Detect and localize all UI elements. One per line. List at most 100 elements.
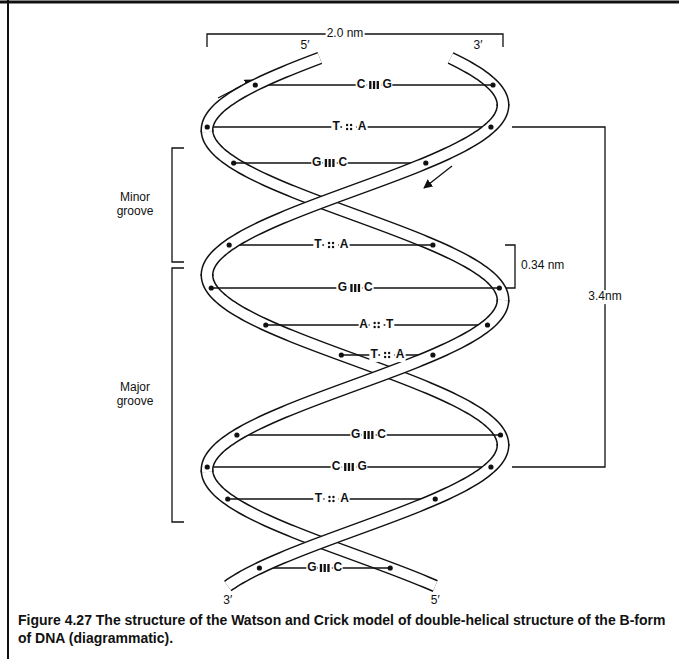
hydrogen-bond bbox=[332, 246, 334, 248]
phosphate-dot bbox=[234, 432, 239, 437]
hydrogen-bond bbox=[354, 284, 356, 292]
groove-label: Major groove bbox=[102, 381, 168, 409]
phosphate-dot bbox=[488, 124, 493, 129]
minor-groove-bracket bbox=[172, 148, 184, 262]
dimension-label: 3.4nm bbox=[587, 290, 622, 304]
hydrogen-bond bbox=[350, 284, 352, 292]
base-letter: A bbox=[339, 492, 350, 506]
hydrogen-bond bbox=[328, 496, 330, 498]
base-letter: G bbox=[356, 460, 367, 474]
hydrogen-bond bbox=[332, 496, 334, 498]
hydrogen-bond bbox=[388, 356, 390, 358]
hydrogen-bond bbox=[328, 242, 330, 244]
hydrogen-bond bbox=[348, 463, 350, 471]
hydrogen-bond bbox=[384, 352, 386, 354]
hydrogen-bond bbox=[377, 322, 379, 324]
base-letter: C bbox=[376, 428, 387, 442]
hydrogen-bond bbox=[328, 159, 330, 167]
hydrogen-bond bbox=[371, 431, 373, 439]
base-letter: T bbox=[331, 120, 340, 134]
phosphate-dot bbox=[485, 322, 490, 327]
hydrogen-bond bbox=[328, 500, 330, 502]
strand-ribbon bbox=[207, 130, 503, 302]
phosphate-dot bbox=[488, 464, 493, 469]
hydrogen-bond bbox=[332, 159, 334, 167]
base-pair-line bbox=[266, 319, 488, 331]
strand-end-label: 5′ bbox=[300, 39, 311, 53]
hydrogen-bond bbox=[377, 326, 379, 328]
hydrogen-bond bbox=[344, 463, 346, 471]
hydrogen-bond bbox=[364, 431, 366, 439]
hydrogen-bond bbox=[373, 326, 375, 328]
strand-end-label: 3′ bbox=[473, 39, 484, 53]
strand-direction-arrow bbox=[424, 166, 452, 188]
page-border bbox=[7, 0, 9, 659]
phosphate-dot bbox=[205, 124, 210, 129]
major-groove-bracket bbox=[172, 268, 184, 522]
hydrogen-bond bbox=[388, 352, 390, 354]
base-letter: C bbox=[363, 281, 374, 295]
base-letter: A bbox=[395, 348, 406, 362]
hydrogen-bond bbox=[328, 246, 330, 248]
rise-bracket bbox=[505, 245, 515, 288]
hydrogen-bond bbox=[377, 81, 379, 89]
base-letter: T bbox=[369, 348, 378, 362]
base-pair-line bbox=[229, 239, 433, 251]
hydrogen-bond bbox=[320, 564, 322, 572]
page-border bbox=[0, 1, 679, 4]
hydrogen-bond bbox=[352, 463, 354, 471]
phosphate-dot bbox=[253, 82, 258, 87]
figure-caption: Figure 4.27 The structure of the Watson … bbox=[18, 611, 666, 647]
base-pair-line bbox=[234, 157, 426, 169]
hydrogen-bond bbox=[325, 159, 327, 167]
strand-ribbon bbox=[228, 444, 503, 586]
base-letter: T bbox=[313, 238, 322, 252]
phosphate-dot bbox=[257, 565, 262, 570]
base-letter: C bbox=[332, 561, 343, 575]
strand-ribbon bbox=[207, 58, 320, 132]
base-letter: G bbox=[311, 156, 322, 170]
dimension-label: 0.34 nm bbox=[520, 259, 565, 273]
phosphate-dot bbox=[430, 352, 435, 357]
base-pair-line bbox=[211, 282, 499, 294]
strand-ribbon bbox=[207, 104, 503, 276]
base-letter: G bbox=[306, 561, 317, 575]
hydrogen-bond bbox=[346, 128, 348, 130]
hydrogen-bond bbox=[350, 124, 352, 126]
base-letter: G bbox=[381, 78, 392, 92]
base-pair-line bbox=[228, 493, 435, 505]
hydrogen-bond bbox=[332, 242, 334, 244]
base-letter: A bbox=[358, 318, 369, 332]
base-letter: T bbox=[314, 492, 323, 506]
base-letter: C bbox=[356, 78, 367, 92]
phosphate-dot bbox=[205, 464, 210, 469]
hydrogen-bond bbox=[346, 124, 348, 126]
base-letter: G bbox=[337, 281, 348, 295]
base-letter: T bbox=[385, 318, 394, 332]
hydrogen-bond bbox=[358, 284, 360, 292]
phosphate-dot bbox=[227, 242, 232, 247]
hydrogen-bond bbox=[373, 322, 375, 324]
base-pair-line bbox=[237, 429, 501, 441]
strand-end-label: 3′ bbox=[222, 594, 233, 608]
base-letter: A bbox=[339, 238, 350, 252]
base-letter: A bbox=[357, 120, 368, 134]
base-pair-line bbox=[255, 79, 493, 91]
base-letter: C bbox=[331, 460, 342, 474]
dimension-label: 2.0 nm bbox=[326, 27, 365, 41]
hydrogen-bond bbox=[332, 500, 334, 502]
hydrogen-bond bbox=[369, 81, 371, 89]
hydrogen-bond bbox=[350, 128, 352, 130]
phosphate-dot bbox=[433, 496, 438, 501]
strand-ribbon bbox=[451, 58, 503, 106]
hydrogen-bond bbox=[367, 431, 369, 439]
groove-label: Minor groove bbox=[102, 191, 168, 219]
base-pair-line bbox=[207, 121, 491, 133]
phosphate-dot bbox=[423, 160, 428, 165]
base-letter: G bbox=[350, 428, 361, 442]
hydrogen-bond bbox=[384, 356, 386, 358]
strand-end-label: 5′ bbox=[430, 594, 441, 608]
hydrogen-bond bbox=[324, 564, 326, 572]
strand-ribbon bbox=[207, 470, 435, 586]
